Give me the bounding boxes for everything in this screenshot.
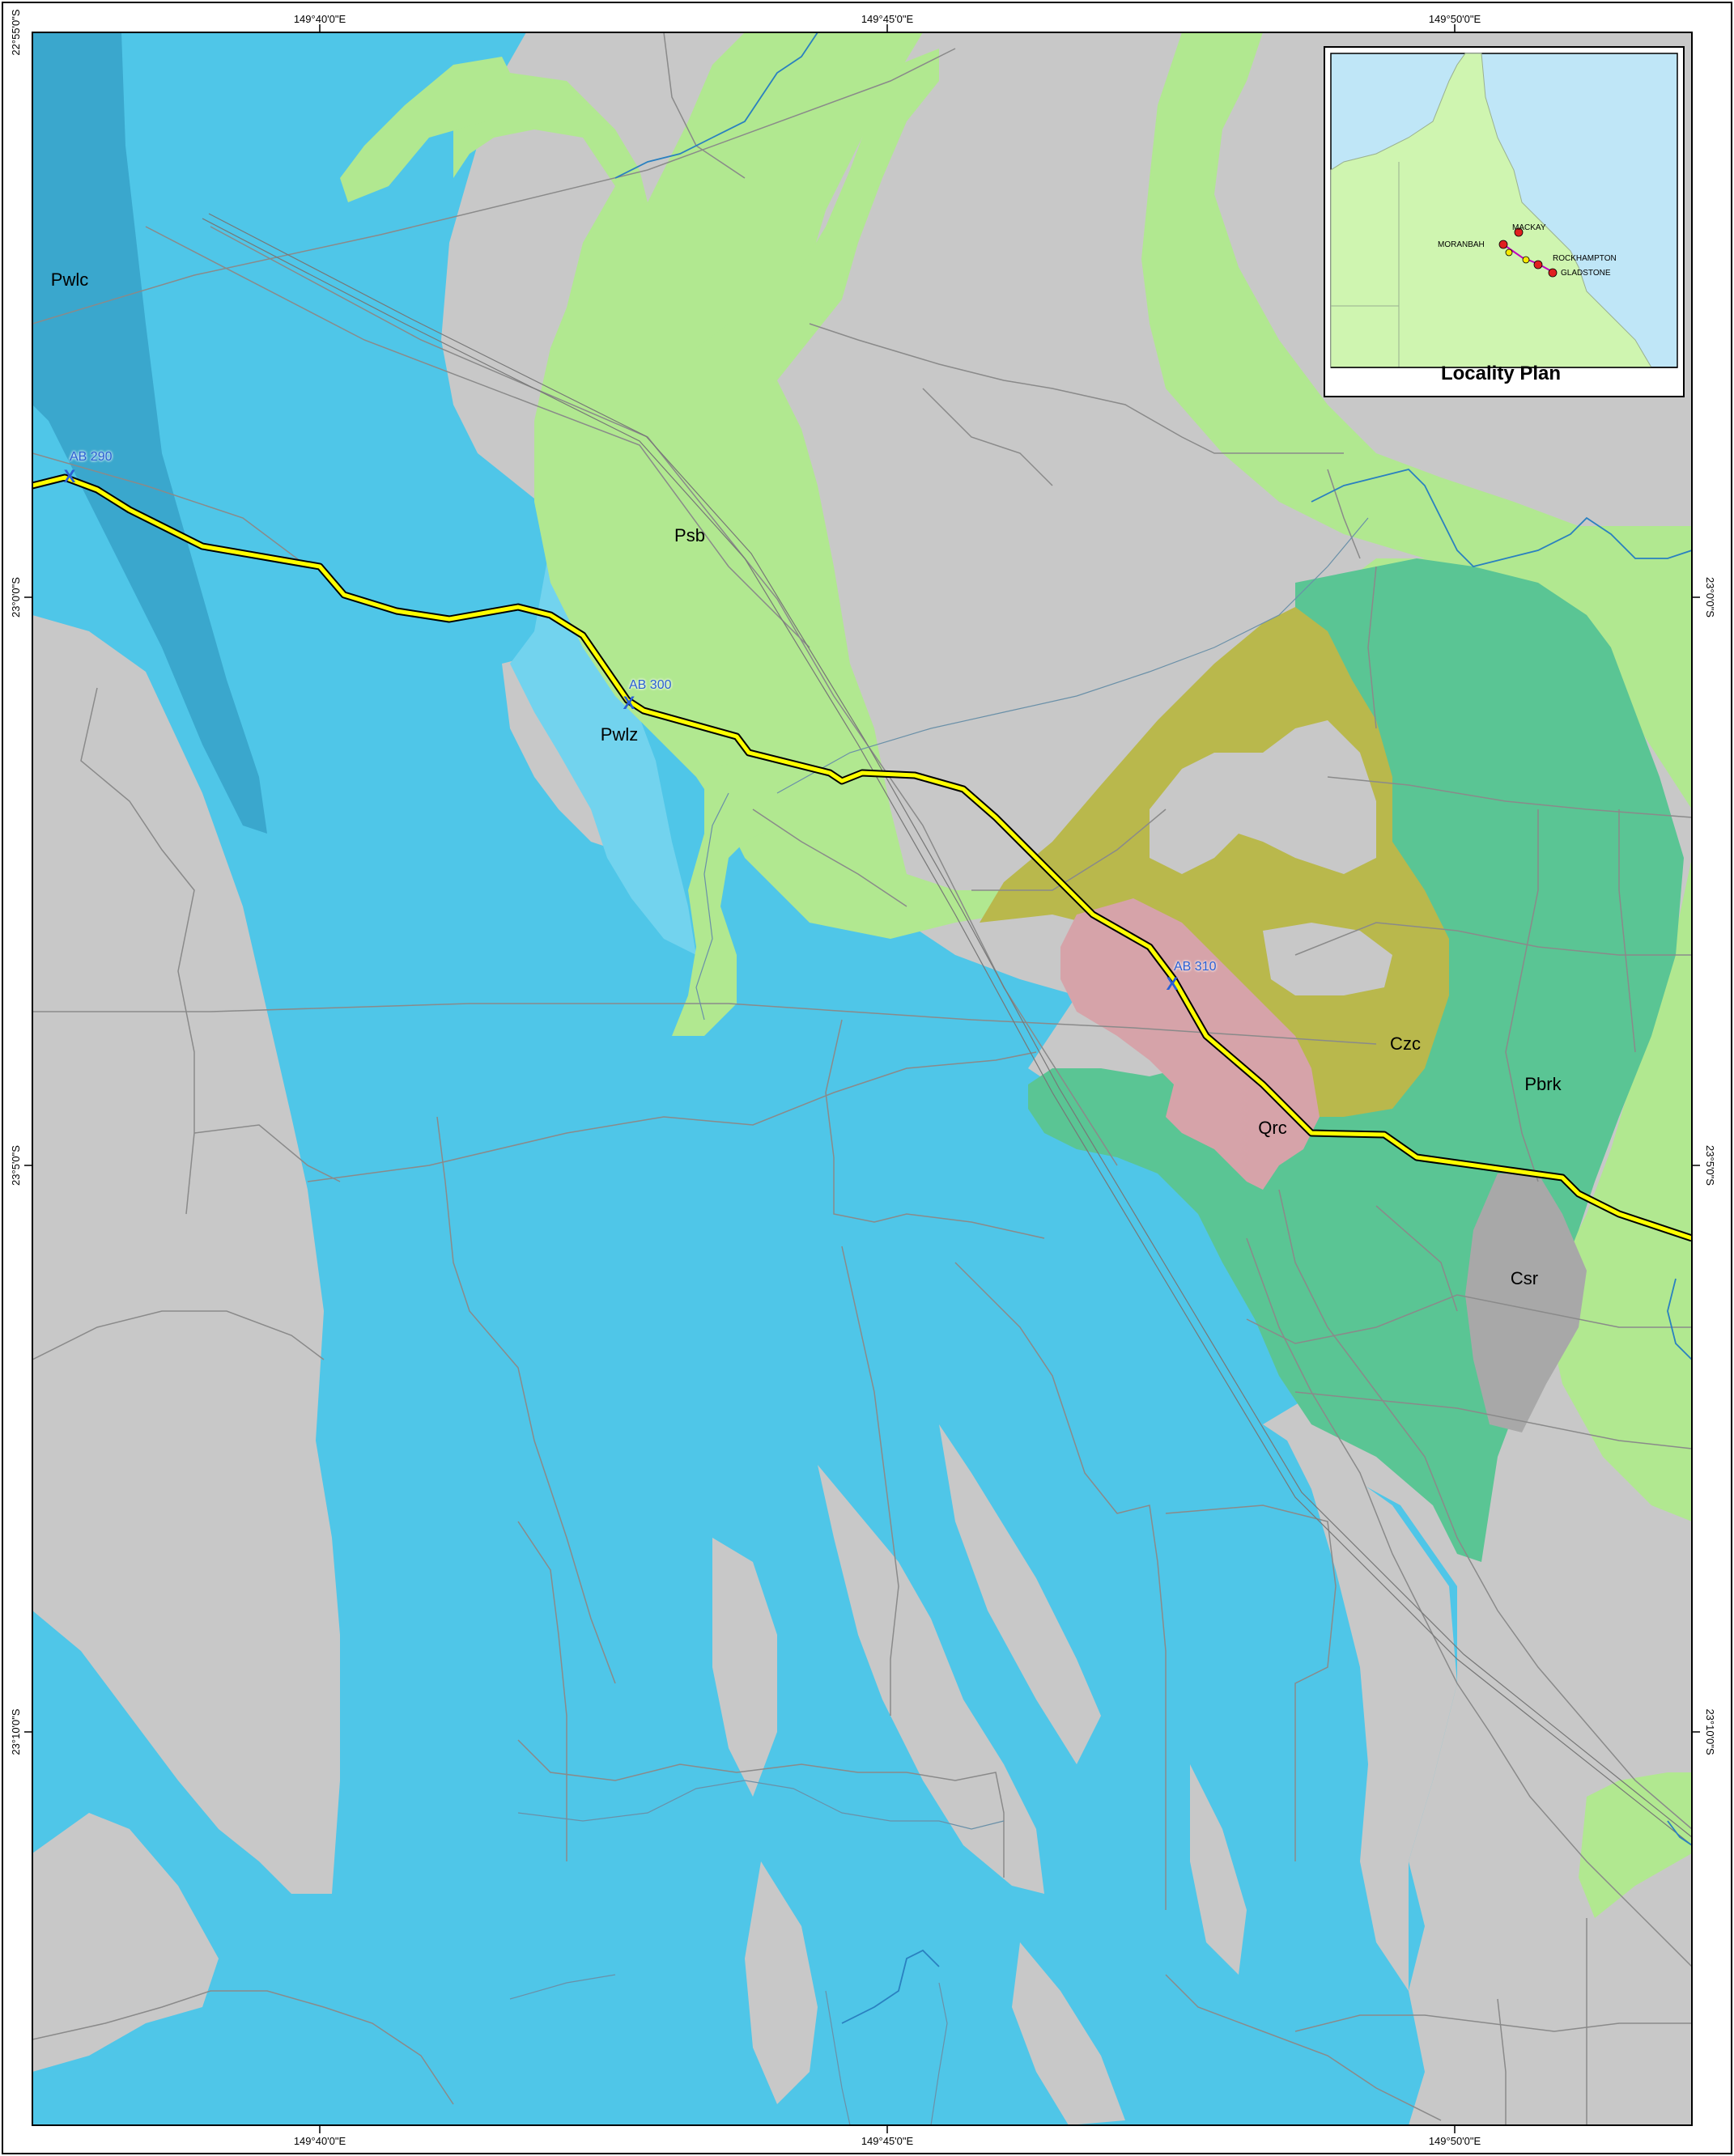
grey-window-west	[32, 615, 340, 1894]
label-pbrk[interactable]: Pbrk	[1519, 1074, 1566, 1095]
coord-left-2: 23°0'0"S	[10, 577, 22, 618]
locality-inset	[1324, 46, 1685, 397]
coord-left-1: 22°55'0"S	[10, 9, 22, 56]
label-pwlc-text: Pwlc	[50, 270, 89, 290]
czc-window-1	[1150, 720, 1376, 874]
pipeline-route	[32, 475, 1692, 1241]
inset-town-moranbah	[1498, 240, 1508, 249]
label-czc-text: Czc	[1390, 1033, 1421, 1054]
quaternary-unit-channel	[696, 49, 939, 405]
inset-label-mackay: MACKAY	[1512, 223, 1546, 232]
grey-lobe-7	[1287, 1441, 1457, 1991]
quaternary-unit-northeast	[1141, 32, 1692, 599]
label-pwlc[interactable]: Pwlc	[46, 270, 93, 291]
cadastre-lines	[32, 32, 1692, 2125]
inset-title: Locality Plan	[1440, 363, 1562, 384]
quaternary-unit-north	[340, 57, 518, 202]
label-pbrk-text: Pbrk	[1524, 1074, 1562, 1094]
grey-lobe-8	[32, 1813, 219, 2072]
inset-land	[1330, 53, 1652, 368]
quaternary-unit-main	[453, 32, 1692, 939]
grey-lobe-5	[1012, 1942, 1125, 2125]
label-qrc[interactable]: Qrc	[1253, 1118, 1291, 1139]
label-pwlz-text: Pwlz	[600, 724, 639, 745]
kp-290-marker[interactable]: X	[64, 466, 76, 486]
coord-top-1: 149°40'0"E	[293, 13, 346, 25]
inset-town-mackay	[1514, 227, 1524, 237]
csr-unit	[1465, 1173, 1587, 1432]
kp-300-marker[interactable]: X	[623, 693, 635, 713]
kp-markers: X X X	[64, 466, 1179, 994]
inset-label-rockhampton: ROCKHAMPTON	[1553, 254, 1617, 263]
coord-top-3: 149°50'0"E	[1428, 13, 1481, 25]
kp-300-label: AB 300	[629, 678, 672, 692]
inset-town-mid	[1505, 248, 1513, 257]
map-neatline	[32, 32, 1693, 2126]
quaternary-unit-river	[672, 761, 777, 1036]
grey-lobe-2	[712, 1538, 777, 1797]
inset-town-mid2	[1522, 256, 1530, 264]
inset-label-gladstone: GLADSTONE	[1561, 269, 1611, 278]
coord-right-1: 23°0'0"S	[1704, 577, 1716, 618]
railway-line	[202, 213, 1692, 1846]
label-psb[interactable]: Psb	[669, 525, 710, 546]
coord-bottom-1: 149°40'0"E	[293, 2135, 346, 2147]
creeks	[509, 517, 1369, 2125]
inset-route	[1502, 244, 1553, 273]
czc-window-2	[1263, 923, 1392, 995]
coord-left-3: 23°5'0"S	[10, 1145, 22, 1186]
label-pwlz[interactable]: Pwlz	[596, 724, 643, 745]
coord-right-2: 23°5'0"S	[1704, 1145, 1716, 1186]
coord-top-2: 149°45'0"E	[861, 13, 914, 25]
coord-left-4: 23°10'0"S	[10, 1708, 22, 1755]
label-psb-text: Psb	[674, 525, 705, 545]
qrc-unit	[1060, 898, 1320, 1190]
inset-label-moranbah: MORANBAH	[1438, 240, 1485, 249]
grey-lobe-4	[1190, 1764, 1247, 1975]
label-csr[interactable]: Csr	[1506, 1268, 1543, 1289]
coord-bottom-3: 149°50'0"E	[1428, 2135, 1481, 2147]
coord-right-3: 23°10'0"S	[1704, 1708, 1716, 1755]
kp-310-marker[interactable]: X	[1167, 974, 1179, 994]
kp-310-label: AB 310	[1174, 960, 1217, 974]
label-csr-text: Csr	[1510, 1268, 1539, 1288]
rivers	[614, 32, 1692, 2024]
label-qrc-text: Qrc	[1258, 1118, 1287, 1138]
kp-290-label: AB 290	[70, 450, 113, 464]
graticule-ticks	[24, 24, 1700, 2133]
psb-unit	[32, 32, 1457, 2125]
quaternary-unit-east	[1546, 858, 1692, 1522]
grey-lobe-3	[939, 1424, 1101, 1764]
pwlc-unit	[32, 32, 267, 834]
coord-bottom-2: 149°45'0"E	[861, 2135, 914, 2147]
pwlz-unit	[510, 542, 696, 955]
inset-town-gladstone	[1548, 268, 1558, 278]
label-czc[interactable]: Czc	[1385, 1033, 1426, 1055]
grey-lobe-1	[818, 1465, 1044, 1894]
grey-lobe-6	[745, 1861, 818, 2104]
inset-town-rockhampton	[1533, 260, 1543, 270]
